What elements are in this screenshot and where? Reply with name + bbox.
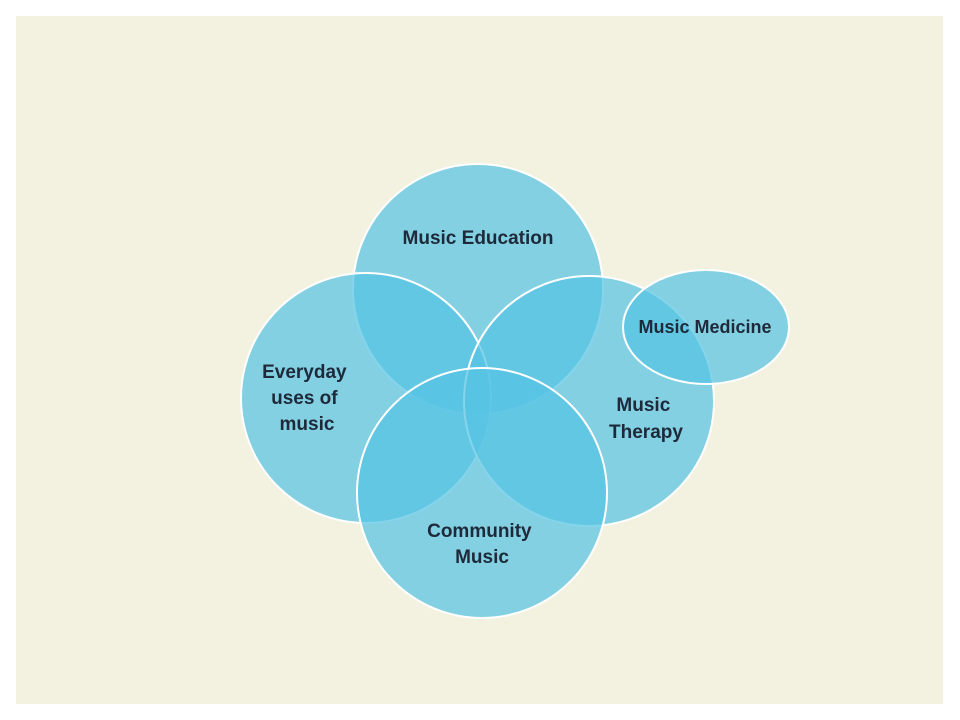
- label-music-education: Music Education: [403, 228, 554, 249]
- circle-music-medicine: [622, 269, 790, 385]
- venn-circles: [240, 163, 790, 619]
- label-music-therapy: Music Therapy: [609, 395, 683, 443]
- label-community-music: Community Music: [427, 521, 537, 568]
- label-everyday-uses: Everyday uses of music: [262, 362, 352, 435]
- label-music-medicine: Music Medicine: [638, 317, 771, 337]
- circle-community-music: [356, 367, 608, 619]
- venn-labels: Music Education Everyday uses of music M…: [262, 228, 771, 568]
